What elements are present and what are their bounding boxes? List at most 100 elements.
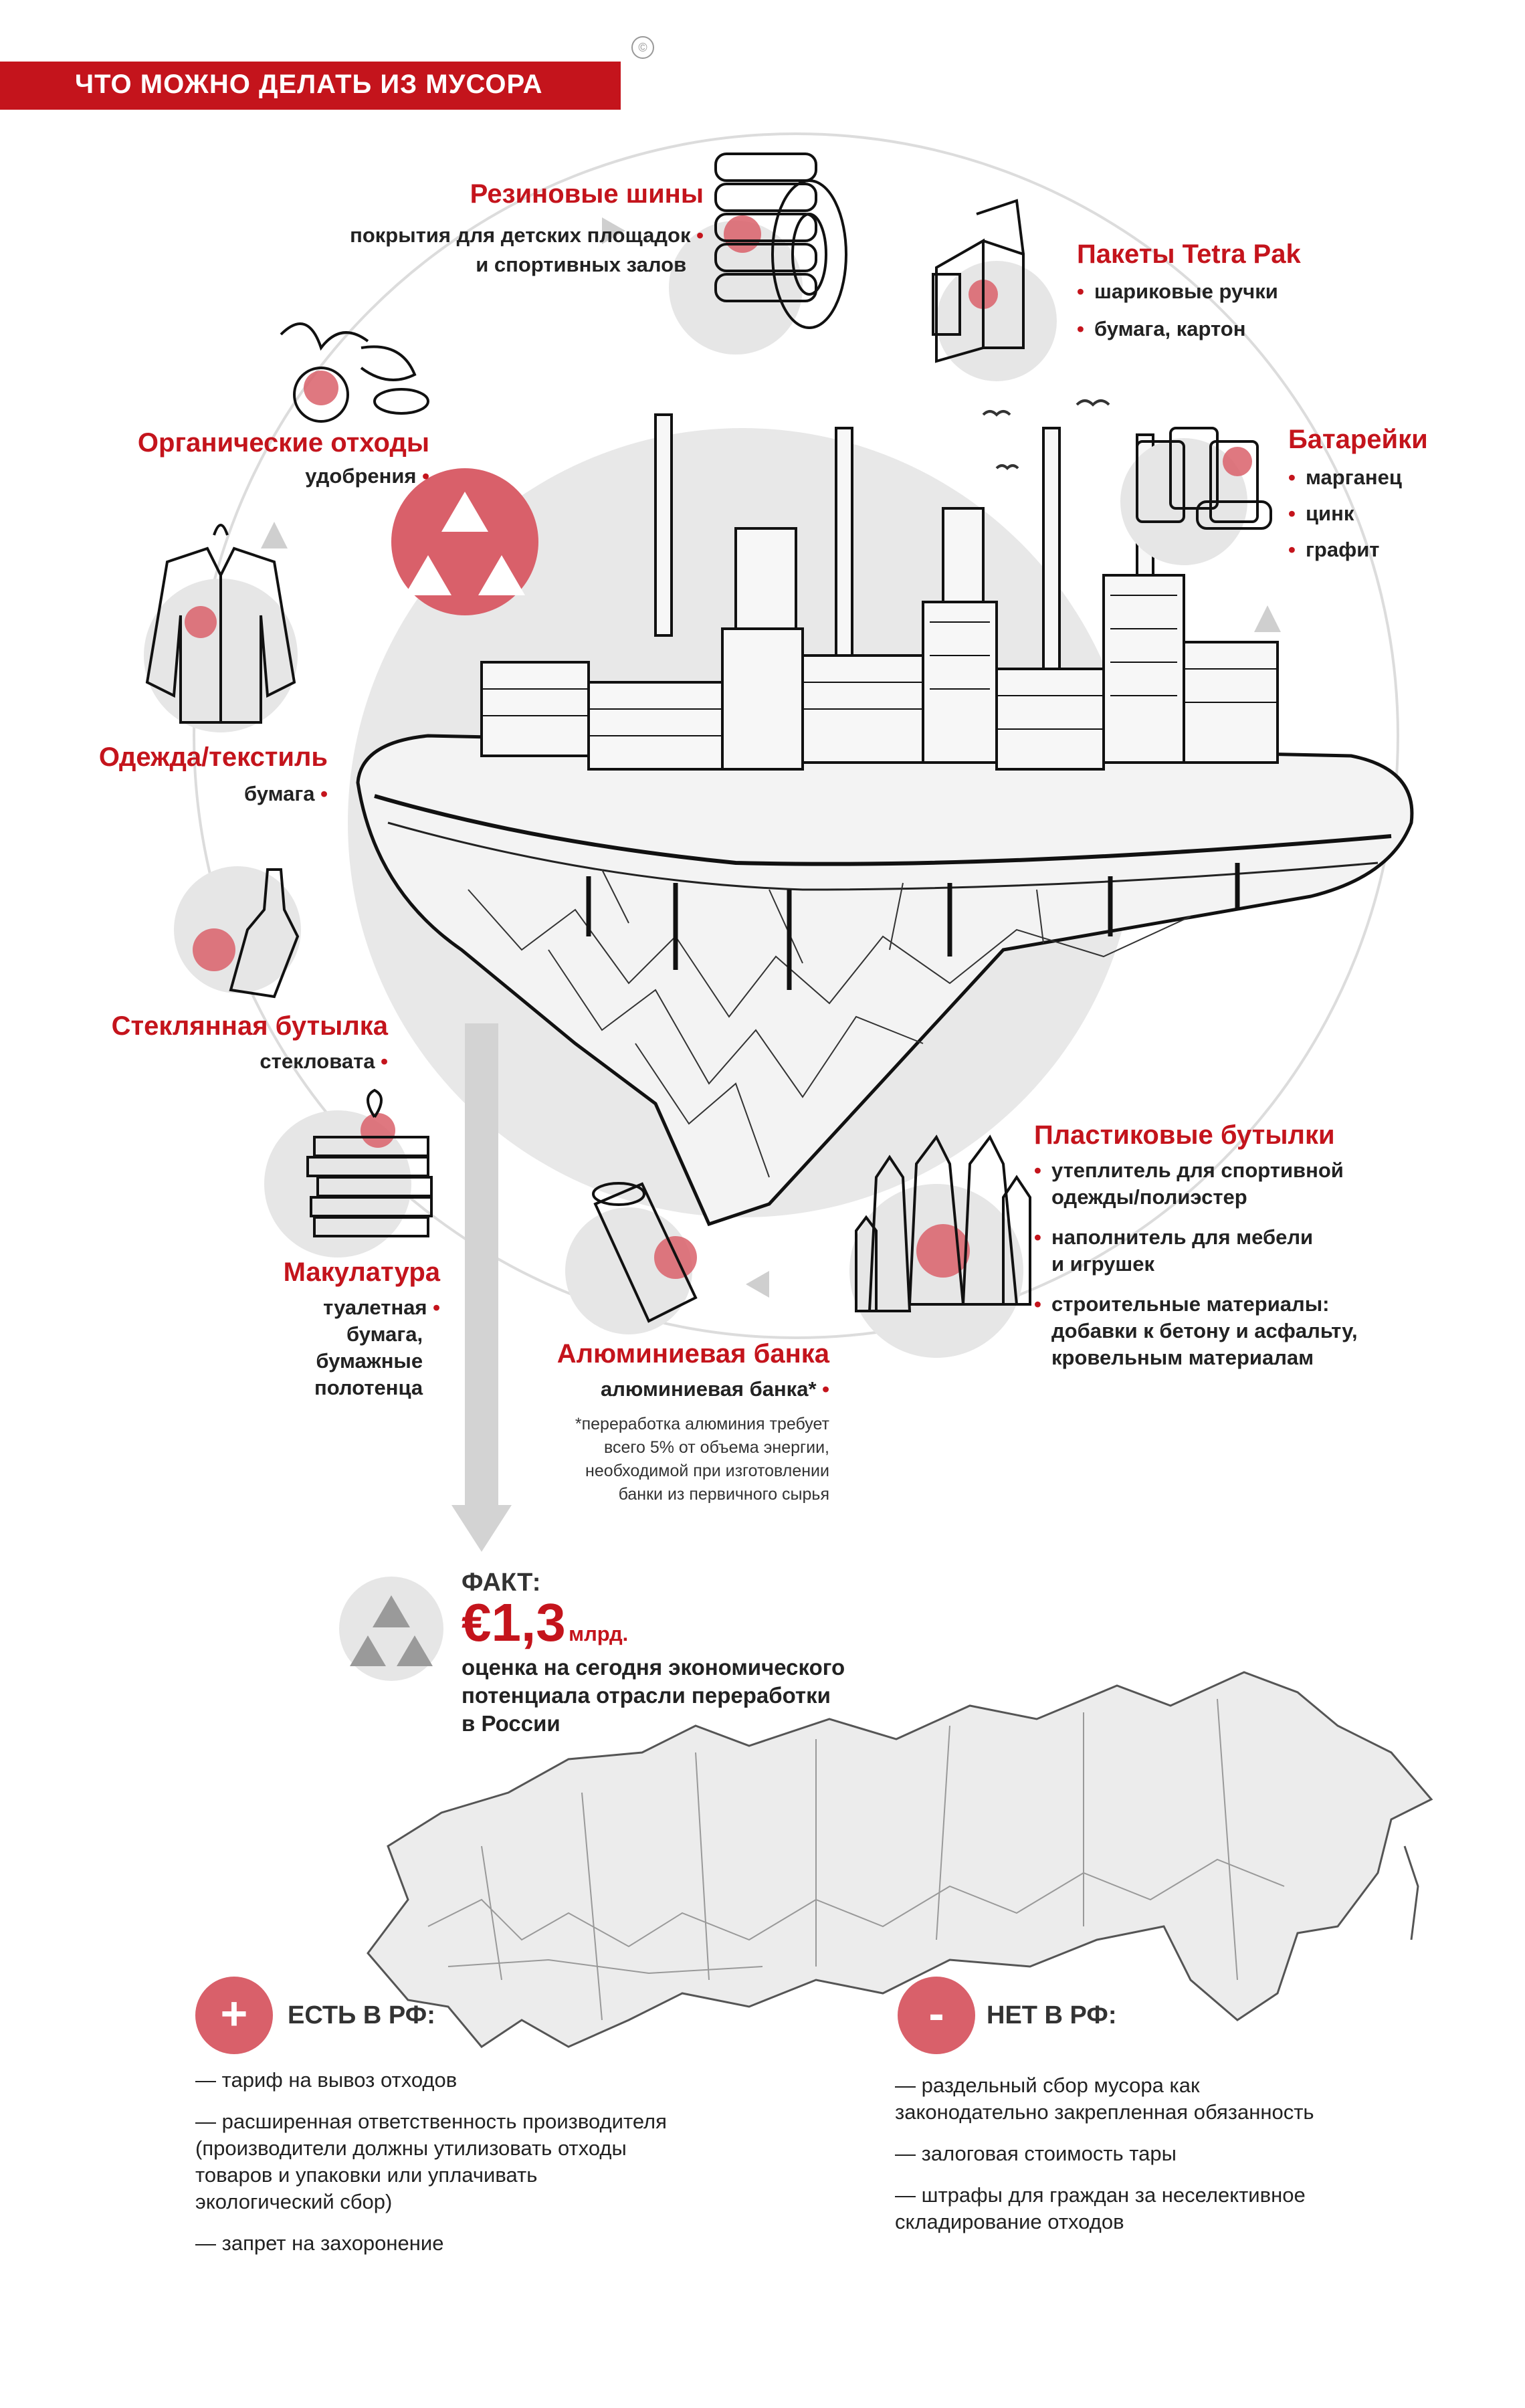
plastic-use: утеплитель для спортивной одежды/полиэст…	[1034, 1157, 1358, 1211]
footnote-line: *переработка алюминия требует	[575, 1415, 829, 1433]
tetrapak-uses: шариковые ручки бумага, картон	[1077, 277, 1278, 344]
absent-item: — раздельный сбор мусора как законодател…	[895, 2072, 1497, 2126]
present-item-line: — тариф на вывоз отходов	[195, 2068, 458, 2092]
plastic-use-line: наполнитель для мебели	[1051, 1225, 1314, 1249]
birds	[982, 399, 1110, 470]
paper-use-line-4: полотенца	[314, 1376, 423, 1399]
glass-use: стекловата	[260, 1049, 375, 1073]
batteries-use: графит	[1288, 535, 1402, 565]
absent-list: — раздельный сбор мусора как законодател…	[895, 2072, 1497, 2250]
batteries-use: марганец	[1288, 463, 1402, 492]
tetrapak-title: Пакеты Tetra Pak	[1077, 239, 1301, 269]
present-item-line: — запрет на захоронение	[195, 2231, 444, 2255]
fact-description-line: потенциала отрасли переработки	[462, 1683, 831, 1708]
item-accent-dots	[185, 215, 1252, 1279]
recycling-illustration	[144, 132, 1414, 1552]
batteries-uses: марганец цинк графит	[1288, 463, 1402, 565]
orbit-circle	[193, 132, 1399, 1339]
header-bar	[0, 62, 621, 110]
footnote-line: банки из первичного сырья	[618, 1485, 829, 1504]
absent-item-line: — штрафы для граждан за неселективное	[895, 2183, 1306, 2207]
tetrapak-icon	[932, 199, 1025, 363]
fact-value: €1,3	[462, 1593, 566, 1652]
aluminium-can-icon	[592, 1182, 698, 1323]
plastic-use: строительные материалы: добавки к бетону…	[1034, 1291, 1358, 1371]
tires-icon	[714, 153, 847, 329]
organic-uses: удобрения •	[305, 464, 429, 488]
tetrapak-use: шариковые ручки	[1077, 277, 1278, 306]
absent-item-line: складирование отходов	[895, 2210, 1124, 2233]
tires-use-line-2: и спортивных залов	[476, 253, 687, 276]
glass-uses: стекловата •	[260, 1049, 388, 1073]
batteries-title: Батарейки	[1288, 425, 1428, 454]
fact-label: ФАКТ:	[462, 1569, 541, 1597]
organic-title: Органические отходы	[137, 428, 429, 458]
fact-arrow-shaft	[465, 1023, 498, 1505]
clothes-title: Одежда/текстиль	[98, 742, 328, 772]
absent-title: НЕТ В РФ:	[987, 2001, 1117, 2029]
factory-hatching	[482, 595, 1278, 736]
books-icon	[306, 1088, 433, 1237]
present-title: ЕСТЬ В РФ:	[288, 2001, 435, 2029]
present-item: — запрет на захоронение	[195, 2230, 797, 2257]
fact-description-line: оценка на сегодня экономического	[462, 1655, 845, 1680]
paper-use-line-1: туалетная	[323, 1296, 427, 1319]
present-item-line: (производители должны утилизовать отходы	[195, 2136, 627, 2160]
present-plus-icon: +	[195, 1977, 273, 2054]
paper-title: Макулатура	[283, 1258, 440, 1287]
present-list: — тариф на вывоз отходов — расширенная о…	[195, 2067, 797, 2272]
present-item-line: товаров и упаковки или уплачивать	[195, 2163, 538, 2187]
recycle-badge-icon	[405, 492, 525, 595]
plastic-use-line: утеплитель для спортивной	[1051, 1159, 1344, 1182]
clothes-uses: бумага •	[244, 782, 328, 805]
aluminium-footnote: *переработка алюминия требует всего 5% о…	[468, 1413, 829, 1506]
present-item-line: экологический сбор)	[195, 2190, 393, 2213]
tires-use-line-1: покрытия для детских площадок	[350, 223, 691, 247]
fact-arrow-head	[451, 1505, 512, 1552]
organic-icon	[280, 322, 429, 423]
plastic-use-line: добавки к бетону и асфальту,	[1051, 1319, 1358, 1342]
footnote-line: необходимой при изготовлении	[585, 1462, 829, 1480]
glass-bottle-icon	[229, 868, 300, 999]
paper-use-line-3: бумажные	[316, 1349, 423, 1373]
aluminium-uses: алюминиевая банка* •	[600, 1377, 829, 1401]
fact-recycle-icon	[339, 1577, 443, 1681]
plastic-use-line: одежды/полиэстер	[1051, 1185, 1247, 1209]
floating-island	[356, 734, 1414, 1227]
batteries-use: цинк	[1288, 499, 1402, 528]
jacket-icon	[145, 524, 296, 724]
footnote-line: всего 5% от объема энергии,	[604, 1438, 829, 1457]
present-item: — тариф на вывоз отходов	[195, 2067, 797, 2094]
present-item-line: — расширенная ответственность производит…	[195, 2110, 667, 2133]
plastic-title: Пластиковые бутылки	[1034, 1120, 1335, 1150]
copyright-mark: ©	[631, 36, 654, 59]
present-item: — расширенная ответственность производит…	[195, 2108, 797, 2215]
absent-item: — штрафы для граждан за неселективное ск…	[895, 2182, 1497, 2235]
absent-item-line: законодательно закрепленная обязанность	[895, 2100, 1314, 2124]
paper-use-line-2: бумага,	[346, 1322, 423, 1346]
tetrapak-use: бумага, картон	[1077, 314, 1278, 344]
absent-item-line: — раздельный сбор мусора как	[895, 2074, 1200, 2097]
page-title: ЧТО МОЖНО ДЕЛАТЬ ИЗ МУСОРА	[75, 70, 543, 99]
aluminium-title: Алюминиевая банка	[556, 1339, 829, 1369]
absent-item-line: — залоговая стоимость тары	[895, 2142, 1177, 2165]
tires-title: Резиновые шины	[470, 179, 704, 209]
russia-map	[367, 1671, 1433, 2048]
item-sketches	[145, 153, 1272, 1323]
tires-uses: покрытия для детских площадок • и спорти…	[350, 223, 704, 276]
clothes-use: бумага	[244, 782, 315, 805]
plastic-use: наполнитель для мебели и игрушек	[1034, 1224, 1358, 1278]
fact-description-line: в России	[462, 1711, 561, 1736]
organic-use: удобрения	[305, 464, 417, 488]
plastic-bottles-icon	[855, 1134, 1031, 1312]
plastic-use-line: строительные материалы:	[1051, 1292, 1330, 1316]
glass-title: Стеклянная бутылка	[111, 1011, 388, 1041]
fact-description: оценка на сегодня экономического потенци…	[462, 1653, 845, 1738]
absent-minus-icon: -	[898, 1977, 975, 2054]
plastic-use-line: кровельным материалам	[1051, 1346, 1314, 1369]
absent-item: — залоговая стоимость тары	[895, 2140, 1497, 2167]
plastic-uses: утеплитель для спортивной одежды/полиэст…	[1034, 1157, 1358, 1371]
batteries-icon	[1136, 427, 1272, 530]
fact-figure: €1,3 млрд.	[462, 1592, 628, 1653]
plastic-use-line: и игрушек	[1051, 1252, 1155, 1276]
